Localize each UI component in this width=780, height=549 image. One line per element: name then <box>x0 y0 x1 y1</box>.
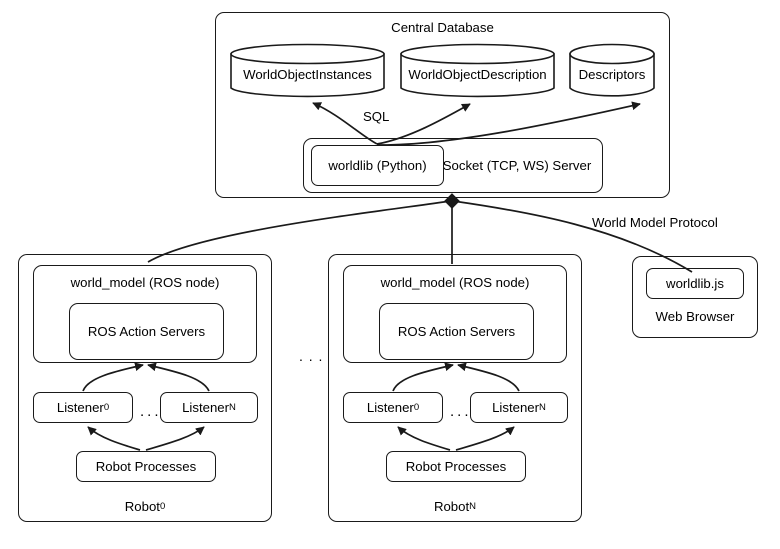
robot-gap-ellipsis: . . . <box>299 348 324 364</box>
worldlib-python-box <box>311 145 444 186</box>
listener-subscript: 0 <box>103 402 110 413</box>
listener-subscript: N <box>539 402 546 413</box>
listener-box-0-N <box>160 392 258 423</box>
listener-ellipsis-0: ... <box>140 403 162 420</box>
datastore-worldobjectinstances: WorldObjectInstances <box>229 43 386 99</box>
robot-name: Robot <box>433 498 470 514</box>
listener-box-N-N <box>470 392 568 423</box>
listener-name: Listener <box>492 400 540 415</box>
listener-ellipsis-N: ... <box>450 403 472 420</box>
datastore-label: WorldObjectInstances <box>243 66 372 82</box>
robot-processes-box-N <box>386 451 526 482</box>
robot-subscript: 0 <box>159 500 166 512</box>
worldlib-python-label: worldlib (Python) <box>328 158 427 173</box>
socket-server-label: Socket (TCP, WS) Server <box>442 157 592 173</box>
listener-box-N-0 <box>343 392 443 423</box>
robot-processes-label-N: Robot Processes <box>405 459 507 474</box>
datastore-label: Descriptors <box>578 66 646 82</box>
listener-name: Listener <box>182 400 230 415</box>
robot-processes-label-0: Robot Processes <box>95 459 197 474</box>
sql-edge-label: SQL <box>363 109 390 124</box>
worldlib-js-label: worldlib.js <box>666 276 724 291</box>
web-browser-label: Web Browser <box>655 308 735 324</box>
listener-subscript: 0 <box>413 402 420 413</box>
robot-subscript: N <box>469 500 477 512</box>
ros-action-servers-box-N <box>379 303 534 360</box>
world-model-node-label-N: world_model (ROS node) <box>380 274 530 290</box>
world-model-protocol-label: World Model Protocol <box>592 215 718 230</box>
worldlib-js-box <box>646 268 744 299</box>
central-database-title: Central Database <box>391 19 494 35</box>
datastore-descriptors: Descriptors <box>568 43 656 99</box>
world-model-node-label-0: world_model (ROS node) <box>70 274 220 290</box>
datastore-label: WorldObjectDescription <box>408 66 547 82</box>
ros-action-servers-label-0: ROS Action Servers <box>87 324 206 339</box>
listener-name: Listener <box>366 400 414 415</box>
listener-box-0-0 <box>33 392 133 423</box>
robot-processes-box-0 <box>76 451 216 482</box>
robot-name: Robot <box>124 498 160 514</box>
ros-action-servers-box-0 <box>69 303 224 360</box>
listener-subscript: N <box>229 402 236 413</box>
ros-action-servers-label-N: ROS Action Servers <box>397 324 516 339</box>
listener-name: Listener <box>56 400 104 415</box>
datastore-worldobjectdescription: WorldObjectDescription <box>399 43 556 99</box>
edge-protocol-robot0 <box>147 200 452 263</box>
